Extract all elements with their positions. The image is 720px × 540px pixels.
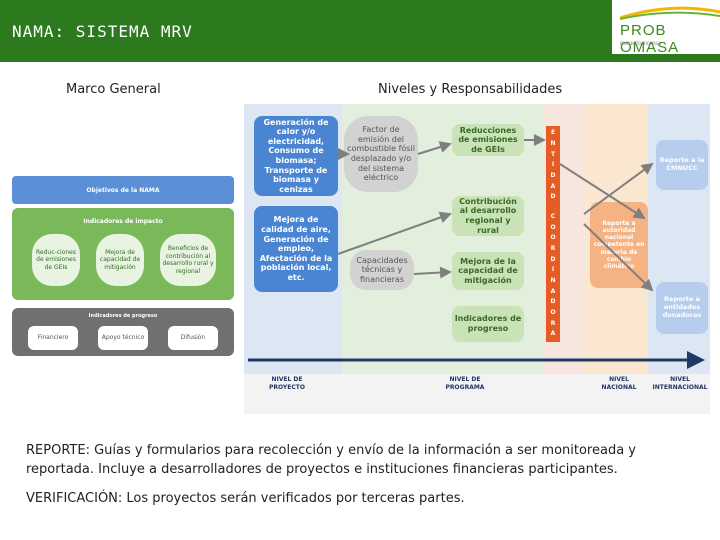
program-box: Contribución al desarrollo regional y ru…: [452, 196, 524, 236]
coordination-letter: I: [551, 266, 555, 274]
coordination-letter: D: [550, 193, 556, 201]
coordination-letter: T: [550, 150, 556, 158]
coordination-letter: N: [550, 140, 556, 148]
coordination-letter: A: [550, 330, 556, 338]
reporte-paragraph: REPORTE: Guías y formularios para recole…: [26, 442, 706, 480]
progress-item: Apoyo técnico: [98, 326, 148, 350]
progress-item: Financiero: [28, 326, 78, 350]
flow-arrows: [248, 134, 705, 369]
coordination-letter: A: [550, 287, 556, 295]
coordination-letter: N: [550, 276, 556, 284]
section-title-niveles: Niveles y Responsabilidades: [378, 82, 563, 97]
coordination-letter: D: [550, 298, 556, 306]
slide-title: NAMA: SISTEMA MRV: [12, 22, 193, 41]
project-box: Mejora de calidad de aire, Generación de…: [254, 206, 338, 292]
coordination-letter: R: [550, 319, 556, 327]
coordination-letter: R: [550, 244, 556, 252]
coordination-letter: O: [550, 309, 556, 317]
coordination-letter: D: [550, 255, 556, 263]
coordination-letter: I: [551, 161, 555, 169]
reporte-label: REPORTE: [26, 443, 86, 458]
logo-swoosh-icon: [620, 6, 720, 20]
probiomasa-logo: PROB OMASA PROYECTO BIOMASA: [612, 0, 720, 56]
objectives-bar: Objetivos de la NAMA: [12, 176, 234, 204]
reporte-body: : Guías y formularios para recolección y…: [26, 443, 636, 477]
factor-box: Factor de emisión del combustible fósil …: [344, 116, 418, 192]
impact-item: Beneficios de contribución al desarrollo…: [160, 234, 216, 286]
program-box: Reducciones de emisiones de GEIs: [452, 124, 524, 156]
impact-item: Reduc-ciones de emisiones de GEIs: [32, 234, 80, 286]
header-bar: [0, 0, 720, 62]
logo-text: PROB OMASA: [620, 22, 680, 56]
capacities-box: Capacidades técnicas y financieras: [350, 250, 414, 290]
coordination-letter: E: [550, 129, 556, 137]
coordination-letter: C: [550, 212, 556, 220]
verificacion-paragraph: VERIFICACIÓN: Los proyectos serán verifi…: [26, 490, 706, 509]
project-box: Generación de calor y/o electricidad, Co…: [254, 116, 338, 196]
section-title-marco-general: Marco General: [66, 82, 161, 97]
cmnucc-report-box: Reporte a la CMNUCC: [656, 140, 708, 190]
coordination-letter: A: [550, 182, 556, 190]
program-box: Mejora de la capacidad de mitigación: [452, 252, 524, 290]
level-label: NIVEL NACIONAL: [601, 376, 637, 391]
progress-indicators-label: Indicadores de progreso: [88, 313, 158, 319]
program-box: Indicadores de progreso: [452, 306, 524, 342]
impact-indicators-label: Indicadores de impacto: [83, 218, 163, 225]
donors-report-box: Reporte a entidades donadoras: [656, 282, 708, 334]
verificacion-body: Los proyectos serán verificados por terc…: [122, 491, 465, 506]
coordination-letter: D: [550, 172, 556, 180]
progress-item: Difusión: [168, 326, 218, 350]
objectives-label: Objetivos de la NAMA: [86, 186, 160, 194]
level-label: NIVEL INTERNACIONAL: [652, 376, 708, 391]
impact-item: Mejora de capacidad de mitigación: [96, 234, 144, 286]
coordination-letter: O: [550, 223, 556, 231]
logo-subtitle: PROYECTO BIOMASA: [620, 41, 662, 46]
verificacion-label: VERIFICACIÓN:: [26, 491, 123, 506]
level-label: NIVEL DE PROGRAMA: [445, 376, 485, 391]
coordination-letter: O: [550, 234, 556, 242]
level-label: NIVEL DE PROYECTO: [269, 376, 305, 391]
